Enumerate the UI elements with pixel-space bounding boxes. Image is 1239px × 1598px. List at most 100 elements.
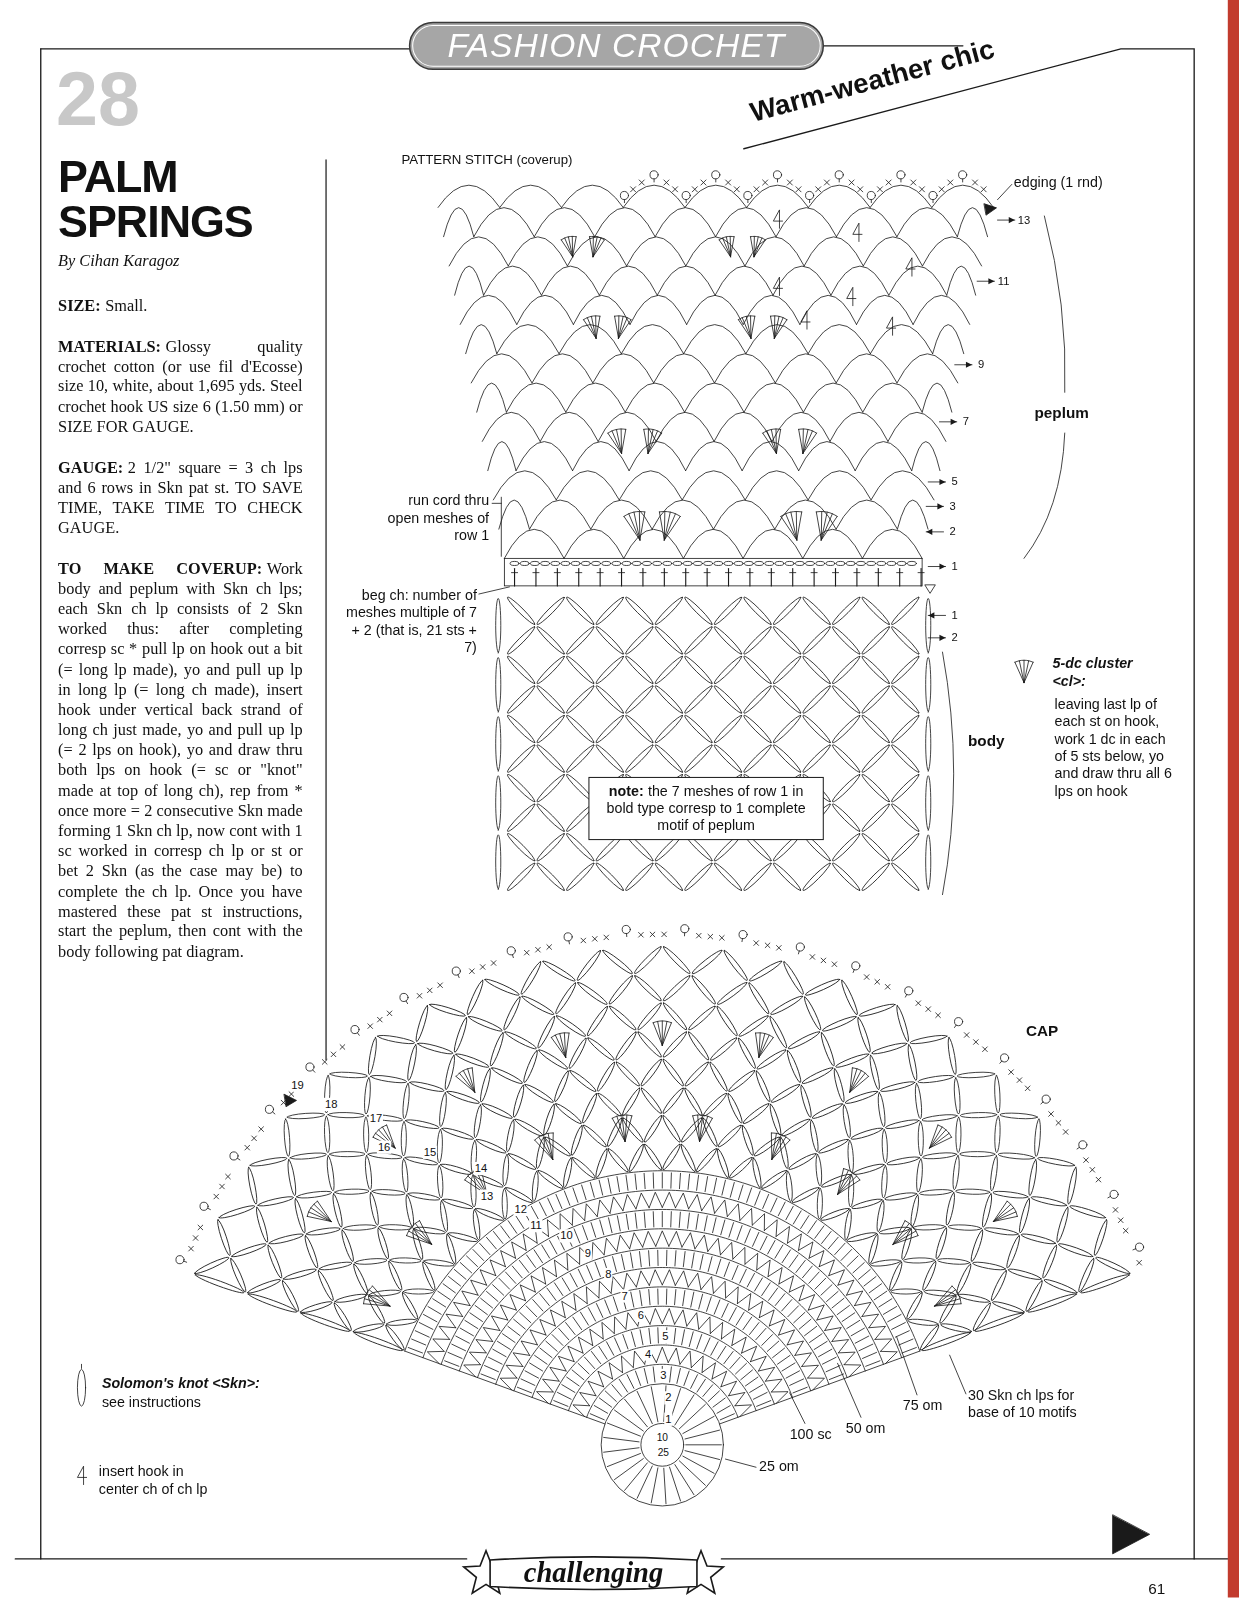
cluster-stitch <box>589 237 593 257</box>
sc-mark <box>926 1007 931 1012</box>
chain-loop <box>516 441 573 470</box>
cluster-stitch <box>629 514 640 540</box>
chain-loop <box>808 185 870 207</box>
callout-text: edging (1 rnd) <box>1014 174 1103 191</box>
dc-stitch <box>578 1269 585 1283</box>
dc-stitch <box>802 1266 812 1278</box>
dc-stitch <box>475 1305 487 1314</box>
dc-stitch <box>605 1300 611 1314</box>
solomons-knot <box>624 595 655 626</box>
chain-loop <box>745 237 804 266</box>
chain-zigzag <box>765 1379 782 1392</box>
solomons-knot <box>531 1171 539 1202</box>
dc-stitch <box>562 1385 575 1393</box>
dc-stitch <box>512 1266 522 1278</box>
cluster-stitch <box>415 1223 431 1244</box>
solomons-knot <box>1027 1292 1077 1315</box>
sc-mark <box>664 180 669 185</box>
sc-mark <box>259 1127 264 1132</box>
solomons-knot <box>506 773 537 804</box>
solomons-knot <box>877 1092 887 1127</box>
band <box>504 558 922 586</box>
chain-zigzag <box>623 1195 636 1211</box>
solomons-knot <box>565 743 596 774</box>
chain-stitch <box>520 561 529 565</box>
dc-stitch <box>460 1328 473 1336</box>
chain-zigzag <box>721 1381 737 1396</box>
leader-line <box>998 184 1012 199</box>
chain-loop <box>862 529 922 558</box>
cluster-stitch <box>935 1290 956 1306</box>
dc-stitch <box>793 1211 801 1224</box>
cluster-stitch <box>893 1236 918 1245</box>
chain-loop <box>683 529 743 558</box>
solomons-knot <box>709 1036 738 1062</box>
chain-zigzag <box>779 1276 794 1292</box>
spoke-stitch <box>686 1444 722 1445</box>
chain-zigzag <box>862 1314 879 1328</box>
dc-stitch <box>721 1220 725 1235</box>
dc-stitch <box>750 1385 763 1393</box>
solomons-knot <box>661 1058 685 1088</box>
chain-zigzag <box>875 1339 892 1351</box>
sc-mark <box>810 955 815 960</box>
center-ring <box>601 1384 723 1506</box>
banner-inner-line <box>413 25 821 66</box>
chain-loop <box>466 324 497 353</box>
chain-zigzag <box>675 1193 688 1209</box>
spec-heading: MATERIALS: <box>58 337 161 354</box>
cluster-stitch <box>573 237 577 257</box>
spoke-stitch <box>651 1387 658 1422</box>
solomons-knot <box>948 1224 982 1231</box>
row-marker <box>984 204 996 215</box>
solomons-knot <box>442 1197 474 1210</box>
chain-zigzag <box>787 1341 803 1355</box>
cluster-top <box>373 1125 387 1137</box>
cluster-top <box>653 1021 671 1023</box>
solomons-knot <box>439 1200 449 1232</box>
chain-zigzag <box>769 1319 784 1335</box>
sc-mark <box>796 187 801 192</box>
dc-stitch <box>548 1198 554 1212</box>
solomons-knot <box>918 1122 924 1156</box>
solomons-knot <box>804 977 840 997</box>
chain-zigzag <box>869 1326 886 1339</box>
solomons-knot <box>402 1083 411 1119</box>
solomons-knot <box>817 1188 823 1219</box>
cluster-stitch <box>803 433 817 453</box>
solomons-knot <box>914 1083 923 1119</box>
dc-bar <box>704 572 710 573</box>
chain-zigzag <box>568 1346 583 1361</box>
solomons-knot <box>679 1143 697 1173</box>
dc-stitch <box>445 1361 459 1367</box>
dc-stitch <box>738 1185 743 1200</box>
sc-mark <box>193 1236 198 1241</box>
dc-stitch <box>578 1363 589 1374</box>
picot <box>650 171 658 179</box>
solomons-knot <box>974 1311 1024 1334</box>
dc-stitch <box>535 569 536 586</box>
row-number: 4 <box>644 1347 652 1360</box>
cluster-stitch <box>700 1118 713 1141</box>
dc-stitch <box>682 1330 685 1345</box>
dc-stitch <box>653 1367 655 1382</box>
cluster-stitch <box>566 1033 569 1057</box>
cluster-top <box>952 1286 961 1304</box>
solomons-knot <box>290 1152 327 1161</box>
dc-stitch <box>699 1294 703 1309</box>
solomons-knot <box>994 1116 1001 1153</box>
chain-loop <box>619 471 682 500</box>
dc-stitch <box>755 1191 761 1205</box>
solomons-knot <box>582 1123 608 1148</box>
bracket <box>942 652 953 895</box>
dc-stitch <box>782 1363 795 1371</box>
chain-loop <box>621 324 683 353</box>
picot <box>806 191 814 199</box>
solomons-knot <box>601 948 634 975</box>
solomons-knot <box>231 1242 267 1259</box>
sc-mark <box>214 1194 219 1199</box>
chain-stitch <box>551 561 560 565</box>
dc-stitch <box>456 1336 470 1343</box>
node-label: challenging <box>524 1557 664 1589</box>
